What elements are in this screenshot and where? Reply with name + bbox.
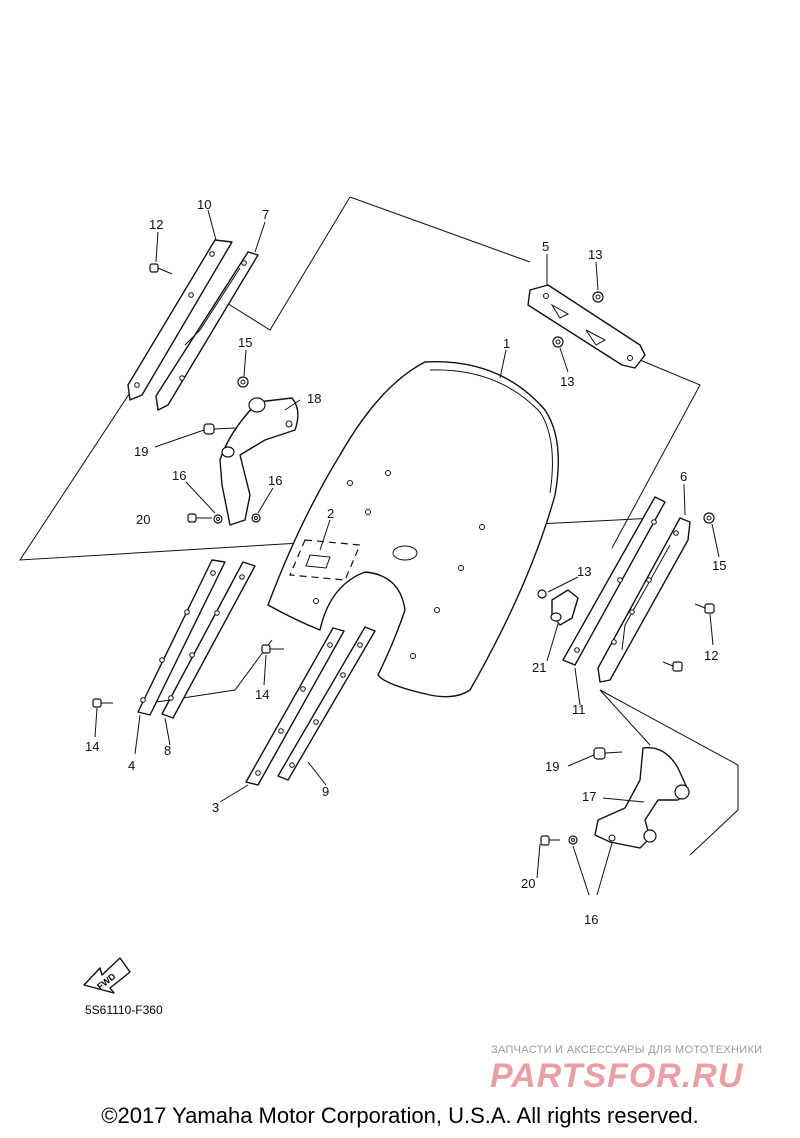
callout-2: 2 <box>327 506 334 521</box>
watermark-tagline: ЗАПЧАСТИ И АКСЕССУАРЫ ДЛЯ МОТОТЕХНИКИ <box>491 1044 763 1056</box>
callout-16-right: 16 <box>584 912 598 927</box>
rail-part-10 <box>127 239 233 401</box>
strip-part-8 <box>161 561 256 719</box>
strip-part-9 <box>277 626 376 781</box>
bolt-19-right <box>593 747 623 760</box>
callout-18: 18 <box>307 391 321 406</box>
nut-13-right <box>537 589 547 599</box>
callout-12-right: 12 <box>704 648 718 663</box>
callout-15-left: 15 <box>238 335 252 350</box>
clip-part-21 <box>550 589 579 626</box>
bolt-12-right-a <box>694 603 715 614</box>
windshield-part-1 <box>267 361 559 698</box>
callout-leaders <box>94 209 720 896</box>
nut-13-top <box>592 291 604 303</box>
callout-14-center: 14 <box>255 687 269 702</box>
fwd-arrow-icon: FWD <box>83 957 131 994</box>
callout-5: 5 <box>542 239 549 254</box>
callout-8: 8 <box>164 743 171 758</box>
washer-16-right-a <box>568 835 578 845</box>
callout-16-left-b: 16 <box>268 473 282 488</box>
callout-21: 21 <box>532 660 546 675</box>
callout-13-mid: 13 <box>560 374 574 389</box>
arm-bracket-part-18 <box>219 397 299 526</box>
bolt-20-left <box>187 513 212 523</box>
callout-13-top: 13 <box>588 247 602 262</box>
callout-labels: 1 2 3 4 5 6 7 8 9 10 11 12 12 13 13 13 1… <box>85 197 726 927</box>
callout-15-right: 15 <box>712 558 726 573</box>
callout-11: 11 <box>572 702 586 717</box>
callout-9: 9 <box>322 784 329 799</box>
callout-3: 3 <box>212 800 219 815</box>
fasteners <box>92 263 715 846</box>
callout-7: 7 <box>262 207 269 222</box>
nut-15-left <box>237 376 249 388</box>
callout-6: 6 <box>680 469 687 484</box>
nut-15-right <box>703 512 715 524</box>
callout-16-left-a: 16 <box>172 468 186 483</box>
copyright-notice: ©2017 Yamaha Motor Corporation, U.S.A. A… <box>101 1103 699 1128</box>
nut-13-mid <box>552 336 564 348</box>
callout-14-left: 14 <box>85 739 99 754</box>
callout-12-left: 12 <box>149 217 163 232</box>
callout-20-left: 20 <box>136 512 150 527</box>
callout-13-right: 13 <box>577 564 591 579</box>
arm-bracket-part-17 <box>594 746 690 849</box>
stay-part-6 <box>597 517 691 683</box>
stay-part-7 <box>155 251 259 411</box>
washer-16-left-a <box>213 514 223 524</box>
washer-16-left-b <box>251 513 261 523</box>
callout-19-left: 19 <box>134 444 148 459</box>
bracket-part-5 <box>527 284 646 369</box>
callout-20-right: 20 <box>521 876 535 891</box>
callout-1: 1 <box>503 336 510 351</box>
watermark-logo-text: PARTSFOR.RU <box>490 1057 744 1095</box>
bolt-12-left <box>149 263 173 275</box>
callout-10: 10 <box>197 197 211 212</box>
bolt-20-right <box>540 835 560 846</box>
label-part-2 <box>289 539 361 581</box>
strip-part-4 <box>137 559 226 716</box>
diagram-code: 5S61110-F360 <box>85 1003 163 1017</box>
bolt-19-left <box>203 423 237 435</box>
bolt-12-right-b <box>662 661 683 672</box>
callout-19-right: 19 <box>545 759 559 774</box>
strip-part-3 <box>245 627 345 786</box>
bolt-14-center <box>261 644 284 654</box>
callout-17: 17 <box>582 789 596 804</box>
bolt-14-left <box>92 698 113 708</box>
callout-4: 4 <box>128 758 135 773</box>
watermark-logo: PARTSFOR.RU <box>490 1057 744 1095</box>
rail-part-11 <box>562 496 666 666</box>
